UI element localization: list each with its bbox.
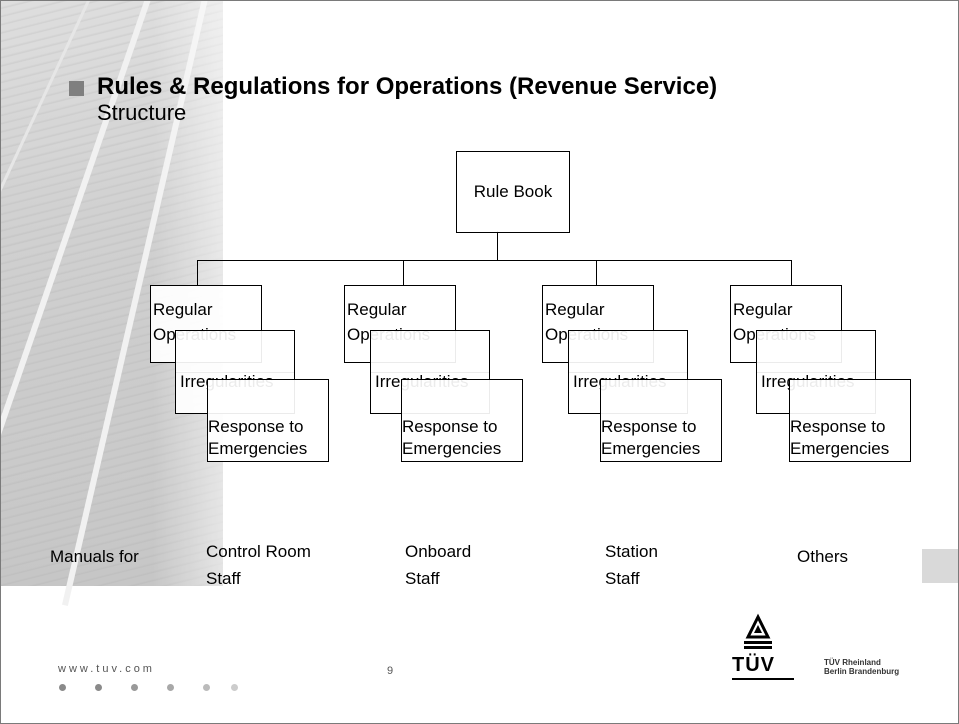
footer-dot: [59, 684, 66, 691]
emergencies-label: Emergencies: [790, 439, 890, 458]
irregularities-node: [175, 330, 295, 373]
emergencies-label: Emergencies: [402, 439, 502, 458]
connector-col-4: [791, 260, 792, 285]
regular-label: Regular: [153, 300, 213, 319]
logo-underline: [732, 678, 794, 680]
manual-line-1: Onboard: [405, 542, 472, 561]
footer-dot: [131, 684, 138, 691]
response-to-label: Response to: [402, 417, 498, 436]
connector-col-1: [197, 260, 198, 285]
footer-dot: [203, 684, 210, 691]
connector-horizontal: [197, 260, 792, 261]
manuals-for-label: Manuals for: [50, 547, 139, 566]
manual-line-1: Others: [797, 547, 849, 566]
slide-subtitle: Structure: [97, 100, 187, 125]
response-to-emergencies-node: Response to Emergencies: [789, 379, 911, 462]
footer-url: www.tuv.com: [58, 663, 155, 675]
irregularities-node: [756, 330, 876, 373]
manual-column-3: Station Staff: [605, 541, 658, 590]
footer-dot: [231, 684, 238, 691]
footer-dot: [95, 684, 102, 691]
connector-col-2: [403, 260, 404, 285]
emergencies-label: Emergencies: [208, 439, 308, 458]
company-name: TÜV Rheinland Berlin Brandenburg: [824, 658, 899, 676]
manual-column-1: Control Room Staff: [206, 541, 311, 590]
manual-line-1: Station: [605, 542, 658, 561]
response-to-emergencies-node: Response to Emergencies: [401, 379, 523, 462]
response-to-emergencies-node: Response to Emergencies: [600, 379, 722, 462]
regular-label: Regular: [733, 300, 793, 319]
emergencies-label: Emergencies: [601, 439, 701, 458]
manual-line-1: Control Room: [206, 542, 311, 561]
response-to-label: Response to: [208, 417, 304, 436]
manual-column-4: Others: [797, 546, 848, 568]
manual-column-2: Onboard Staff: [405, 541, 471, 590]
tuv-logo-text: TÜV: [732, 654, 775, 676]
response-to-label: Response to: [601, 417, 697, 436]
connector-root-down: [497, 231, 498, 260]
manual-line-2: Staff: [405, 569, 440, 588]
tuv-triangle-logo-icon: [744, 613, 772, 649]
manual-line-2: Staff: [206, 569, 241, 588]
irregularities-node: [370, 330, 490, 373]
rule-book-node: Rule Book: [456, 151, 570, 233]
response-to-label: Response to: [790, 417, 886, 436]
side-tab-decoration: [922, 549, 958, 583]
company-line-2: Berlin Brandenburg: [824, 667, 900, 676]
company-line-1: TÜV Rheinland: [824, 658, 881, 667]
irregularities-node: [568, 330, 688, 373]
rule-book-label: Rule Book: [473, 182, 553, 201]
footer-dot: [167, 684, 174, 691]
connector-col-3: [596, 260, 597, 285]
square-bullet-icon: [69, 81, 84, 96]
regular-label: Regular: [545, 300, 605, 319]
manual-line-2: Staff: [605, 569, 640, 588]
regular-label: Regular: [347, 300, 407, 319]
slide-title: Rules & Regulations for Operations (Reve…: [97, 73, 718, 100]
response-to-emergencies-node: Response to Emergencies: [207, 379, 329, 462]
page-number: 9: [387, 665, 394, 677]
